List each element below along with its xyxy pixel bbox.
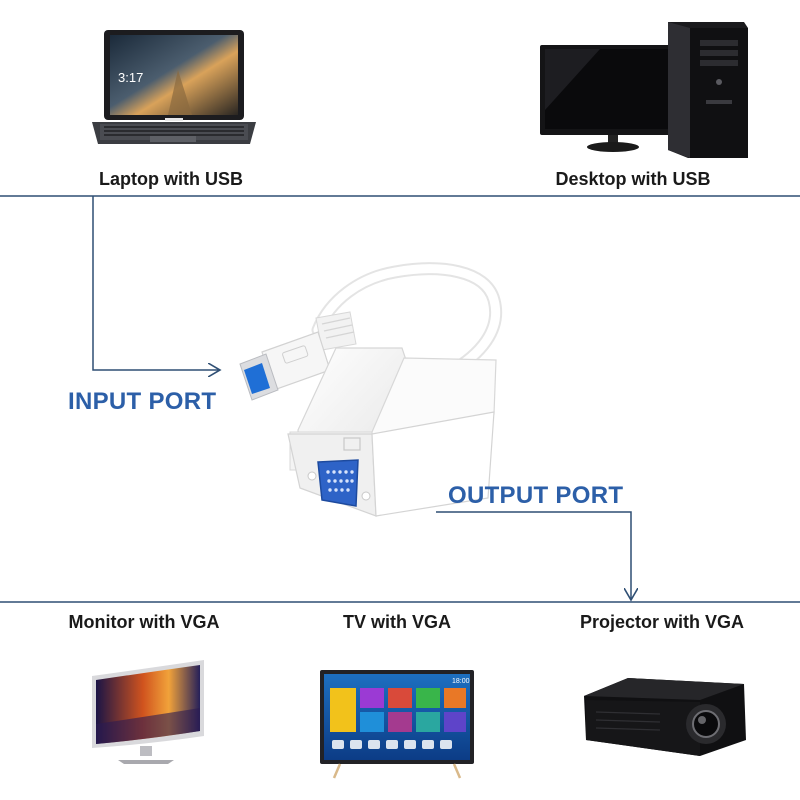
monitor-image [92, 660, 204, 764]
tv-label: TV with VGA [343, 612, 451, 632]
input-port-label: INPUT PORT [68, 388, 217, 415]
monitor-label: Monitor with VGA [68, 612, 220, 632]
laptop-label: Laptop with USB [99, 169, 243, 189]
output-connector-line [436, 511, 631, 600]
tv-screen-time: 18:00 [452, 678, 470, 685]
vga-adapter-image [239, 262, 503, 517]
desktop-image [540, 22, 748, 158]
laptop-screen-time: 3:17 [118, 70, 143, 85]
projector-image [584, 678, 746, 756]
desktop-label: Desktop with USB [555, 169, 711, 189]
tv-image: 18:00 [320, 670, 474, 779]
laptop-image: 3:17 [92, 30, 256, 144]
input-connector-line [92, 196, 220, 370]
output-port-label: OUTPUT PORT [448, 482, 624, 509]
projector-label: Projector with VGA [579, 612, 745, 632]
